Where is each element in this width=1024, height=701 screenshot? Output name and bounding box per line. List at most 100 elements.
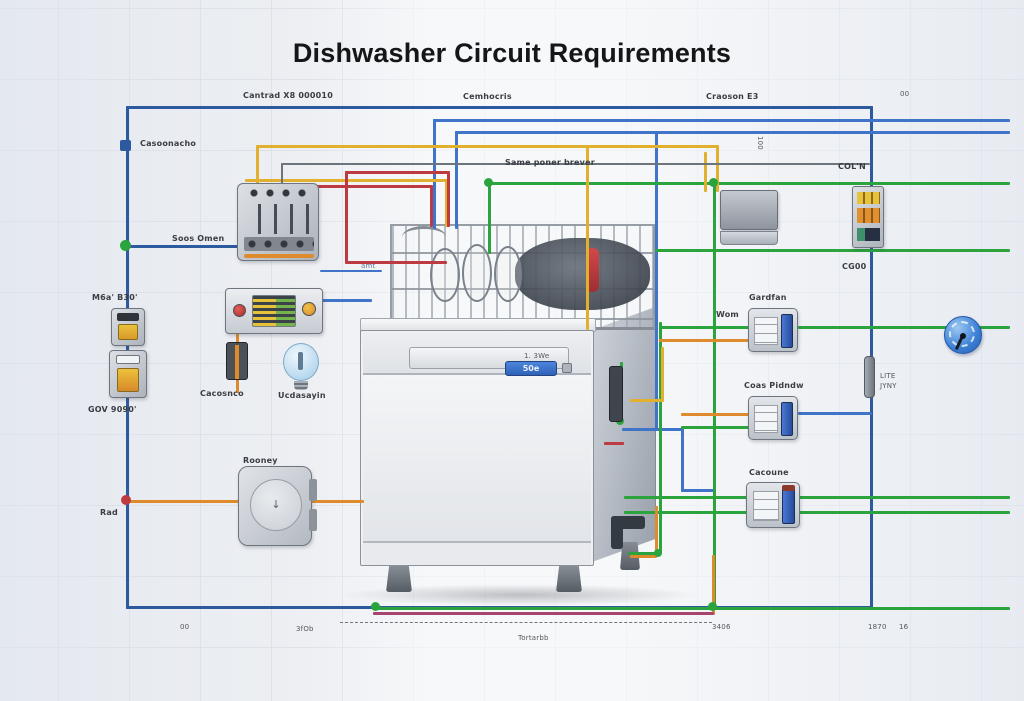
left-breaker-lower xyxy=(109,350,147,398)
label-left-branch: Soos Omen xyxy=(172,234,225,243)
wire-red-v1 xyxy=(345,171,348,263)
wire-blue-inner2-drop xyxy=(455,131,458,229)
label-tick-6: 16 xyxy=(899,623,909,631)
light-bulb-icon xyxy=(283,343,319,381)
gauge-icon xyxy=(944,316,982,354)
wire-red-dw xyxy=(604,442,624,445)
wire-gray-drop xyxy=(281,163,283,185)
wall-plate-tab-2 xyxy=(309,509,317,531)
left-breaker-upper-fuse xyxy=(118,324,138,340)
wire-orange-box2-in xyxy=(681,413,749,416)
breaker-box-2 xyxy=(748,396,798,440)
wire-blue-inner1 xyxy=(433,119,1010,122)
wire-yellow-h2-drop xyxy=(445,179,448,227)
label-box3: Cacoune xyxy=(749,468,789,477)
wire-yellow-dw-v xyxy=(661,347,664,402)
left-breaker-upper-window xyxy=(117,313,139,321)
wire-green-box1-in xyxy=(659,326,749,329)
bulb-filament xyxy=(298,352,303,370)
label-amt: amt xyxy=(361,262,376,270)
breaker-box-1-card xyxy=(754,317,778,345)
junction-green-b xyxy=(709,178,718,187)
label-riser: 100 xyxy=(756,136,764,150)
wire-blue-riser xyxy=(655,131,658,431)
wire-yellow-box-drop2 xyxy=(704,152,707,192)
dishwasher-shadow xyxy=(340,584,700,606)
wire-magenta-bottom xyxy=(373,612,714,615)
gauge-ticks xyxy=(949,321,975,347)
wire-blue-mesh-v1 xyxy=(681,428,684,492)
breaker-box-3-breaker xyxy=(782,488,795,524)
wire-green-bottom xyxy=(376,607,1010,610)
wire-blue-control xyxy=(320,299,372,302)
wire-blue-branch xyxy=(126,245,240,248)
wire-blue-inner2 xyxy=(455,131,1010,134)
left-breaker-upper xyxy=(111,308,145,346)
terminal-block xyxy=(237,183,319,261)
wire-red-h1 xyxy=(345,171,448,174)
wire-green-top-drop xyxy=(488,182,491,254)
wire-yellow-box-drop1 xyxy=(716,145,719,192)
mini-panel-row-dark xyxy=(857,228,880,241)
wall-plate-tab-1 xyxy=(309,479,317,501)
label-tick-2: 3fOb xyxy=(296,625,314,633)
junction-green-a xyxy=(484,178,493,187)
junction-green-d xyxy=(708,602,717,611)
label-tick-3: Tortarbb xyxy=(518,634,549,642)
wire-yellow-rack-drop xyxy=(586,146,589,330)
wire-green-box3-a xyxy=(624,496,1010,499)
control-module xyxy=(225,288,323,334)
breaker-box-3-cap xyxy=(782,485,795,491)
label-top-right: Craoson E3 xyxy=(706,92,759,101)
wire-orange-foot-h xyxy=(630,555,657,558)
wire-blue-amt xyxy=(320,270,382,272)
wire-green-top xyxy=(488,182,1010,185)
side-connector-strip xyxy=(609,366,623,422)
wire-yellow-top xyxy=(256,145,718,148)
plate-3 xyxy=(494,246,522,302)
breaker-box-3-card xyxy=(753,491,779,521)
breaker-box-3 xyxy=(746,482,800,528)
label-display-note: 1. 3We xyxy=(524,352,550,360)
label-tick-5: 1870 xyxy=(868,623,887,631)
rack-handle-arc xyxy=(402,226,446,248)
wire-blue-box2-out xyxy=(798,412,872,415)
breaker-box-2-card xyxy=(754,405,778,433)
breaker-box-1 xyxy=(748,308,798,352)
terminal-screws-top xyxy=(246,188,314,198)
junction-green-left xyxy=(120,240,131,251)
wire-red-h2 xyxy=(317,185,431,188)
wire-green-box1-out xyxy=(798,326,1010,329)
junction-green-e xyxy=(654,549,662,557)
label-tick-4: 3406 xyxy=(712,623,731,631)
control-orange-button xyxy=(302,302,316,316)
label-left-node: Casoonacho xyxy=(140,139,197,148)
left-breaker-lower-window xyxy=(116,355,140,364)
control-red-button xyxy=(233,304,246,317)
label-rad: Rad xyxy=(100,508,118,517)
wire-green-main-riser xyxy=(713,182,716,610)
label-wallplate: Rooney xyxy=(243,456,278,465)
wire-yellow-dw-h xyxy=(630,399,663,402)
label-bulb: Ucdasayin xyxy=(278,391,326,400)
wall-plate-button: ↓ xyxy=(250,479,302,531)
wire-green-h250 xyxy=(655,249,1010,252)
wire-green-box2-in xyxy=(681,426,749,429)
label-panel-top: COL'N xyxy=(838,162,866,171)
label-connector: Cacosnco xyxy=(200,389,244,398)
wire-red-v2 xyxy=(447,171,450,227)
dishwasher-foot-right xyxy=(556,566,582,592)
wire-orange-riser xyxy=(712,555,715,615)
label-breaker-top: M6a' B30' xyxy=(92,293,138,302)
control-display xyxy=(252,295,296,327)
dishwasher-kick-panel xyxy=(363,541,591,565)
inline-connector xyxy=(226,342,248,380)
dishwasher-door xyxy=(363,375,591,541)
label-top-center: Cemhocris xyxy=(463,92,512,101)
junction-red-left xyxy=(121,495,131,505)
label-fuse-2: JYNY xyxy=(880,382,897,390)
breaker-box-2-breaker xyxy=(781,402,793,436)
mini-panel-row-orange xyxy=(857,208,880,223)
terminal-levers xyxy=(248,204,312,234)
label-tick-1: 00 xyxy=(180,623,190,631)
